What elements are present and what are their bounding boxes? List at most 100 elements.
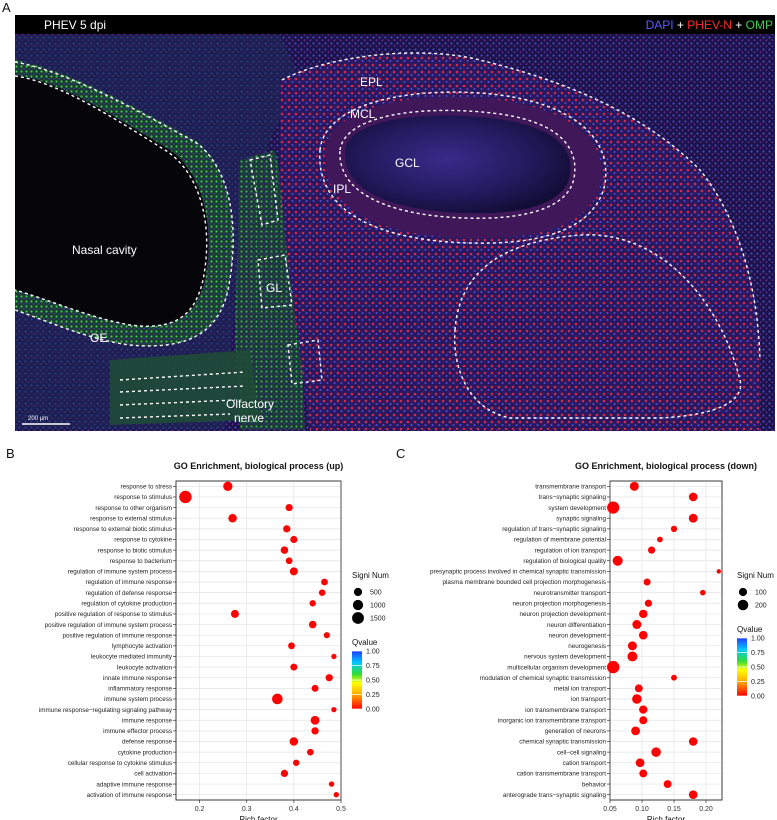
y-category-label: leukocyte mediated immunity [91, 654, 173, 661]
panel-letter-a: A [2, 0, 11, 15]
size-legend-dot [352, 612, 364, 624]
data-point [700, 589, 706, 596]
size-legend-title: Signi Num [737, 571, 774, 580]
size-legend-dot [738, 587, 748, 597]
data-point [629, 481, 639, 491]
data-point [671, 674, 677, 681]
y-category-label: cation transmembrane transport [517, 771, 606, 778]
data-point [632, 620, 642, 630]
data-point [651, 747, 661, 757]
data-point [311, 684, 319, 692]
y-category-label: positive regulation of immune response [62, 632, 172, 639]
data-point [179, 490, 192, 504]
y-category-label: trans−synaptic signaling [539, 494, 607, 501]
data-point [607, 660, 620, 674]
x-tick-label: 0.10 [635, 806, 649, 813]
size-legend-dot [352, 599, 364, 611]
y-category-label: neuron differentiation [547, 622, 607, 629]
label-oe: OE [90, 331, 107, 345]
data-point [333, 792, 339, 798]
y-category-label: modulation of chemical synaptic transmis… [480, 675, 607, 682]
chart-title: GO Enrichment, biological process (up) [174, 461, 344, 471]
data-point [311, 727, 319, 735]
color-legend-label: 0.75 [751, 650, 765, 657]
y-category-label: immune response−regulating signaling pat… [39, 707, 173, 714]
data-point [627, 651, 638, 662]
data-point [309, 600, 316, 607]
label-gcl: GCL [395, 156, 420, 170]
data-point [631, 726, 641, 736]
y-category-label: anterograde trans−synaptic signaling [503, 792, 607, 799]
chart-title: GO Enrichment, biological process (down) [575, 461, 757, 471]
y-category-label: inorganic ion transmembrane transport [498, 717, 606, 724]
x-axis-title: Rich factor [647, 815, 686, 820]
label-gl: GL [266, 281, 282, 295]
data-point [639, 716, 648, 725]
y-category-label: immune effector process [103, 728, 172, 735]
y-category-label: activation of immune response [87, 792, 173, 799]
y-category-label: defense response [122, 739, 173, 746]
layer-outlines [14, 52, 761, 419]
y-category-label: response to external biotic stimulus [74, 526, 172, 533]
data-point [639, 609, 648, 619]
data-point [325, 674, 333, 682]
data-point [283, 525, 291, 533]
x-tick-label: 0.5 [336, 806, 346, 813]
size-legend-label: 200 [755, 603, 767, 610]
color-legend-label: 0.75 [366, 663, 380, 670]
x-tick-label: 0.3 [242, 806, 252, 813]
y-category-label: ion transport [571, 696, 606, 703]
size-legend-label: 500 [370, 590, 382, 597]
micrograph-header-bar [15, 15, 775, 34]
y-category-label: immune system process [104, 696, 172, 703]
color-legend-label: 1.00 [751, 636, 765, 643]
y-category-label: lymphocyte activation [112, 643, 173, 650]
color-legend-label: 0.00 [366, 707, 380, 714]
y-category-label: nervous system development [524, 654, 606, 661]
y-category-label: neurogenesis [568, 643, 606, 650]
data-point [643, 578, 651, 586]
data-point [223, 481, 233, 491]
y-category-label: behavior [582, 781, 606, 788]
data-point [289, 567, 298, 576]
micrograph: 200 µm PHEV 5 dpi DAPI + PHEV-N + OMP EP… [14, 15, 775, 431]
channel-plus-1: + [674, 18, 688, 32]
data-point [716, 569, 721, 574]
panel-letter-c: C [396, 446, 405, 461]
label-nasal-cavity: Nasal cavity [72, 243, 137, 257]
y-category-label: response to bacterium [110, 558, 172, 565]
y-category-label: response to other organism [95, 505, 172, 512]
granule-cell-layer [344, 115, 571, 214]
y-category-label: regulation of ion transport [535, 547, 607, 554]
y-category-label: cell activation [134, 771, 172, 778]
y-category-label: response to biotic stimulus [98, 547, 172, 554]
y-category-label: metal ion transport [554, 686, 606, 693]
data-point [663, 780, 672, 788]
size-legend-dot [737, 599, 749, 611]
data-point [657, 536, 663, 543]
data-point [292, 759, 300, 767]
chart-go-down: GO Enrichment, biological process (down)… [430, 461, 774, 820]
header-sample-label: PHEV 5 dpi [44, 18, 106, 32]
data-point [639, 769, 648, 778]
y-category-label: neuron development [549, 632, 607, 639]
y-category-label: neurotransmitter transport [534, 590, 607, 597]
channel-phev: PHEV-N [687, 18, 732, 32]
data-point [280, 546, 289, 554]
size-legend-label: 100 [755, 590, 767, 597]
data-point [688, 513, 698, 523]
plot-border [609, 480, 723, 801]
data-point [632, 694, 642, 704]
y-category-label: presynaptic process involved in chemical… [430, 569, 607, 576]
panel-letter-b: B [6, 446, 15, 461]
header-channel-legend: DAPI + PHEV-N + OMP [646, 18, 773, 32]
data-point [331, 706, 337, 713]
data-point [280, 769, 289, 778]
y-category-label: cellular response to cytokine stimulus [68, 760, 172, 767]
y-category-label: cytokine production [118, 749, 173, 756]
color-legend-title: Qvalue [737, 625, 763, 634]
y-category-label: cation transport [563, 760, 607, 767]
chart-go-up: GO Enrichment, biological process (up) 0.… [39, 461, 389, 820]
y-category-label: regulation of immune system process [68, 569, 172, 576]
x-tick-label: 0.4 [289, 806, 299, 813]
